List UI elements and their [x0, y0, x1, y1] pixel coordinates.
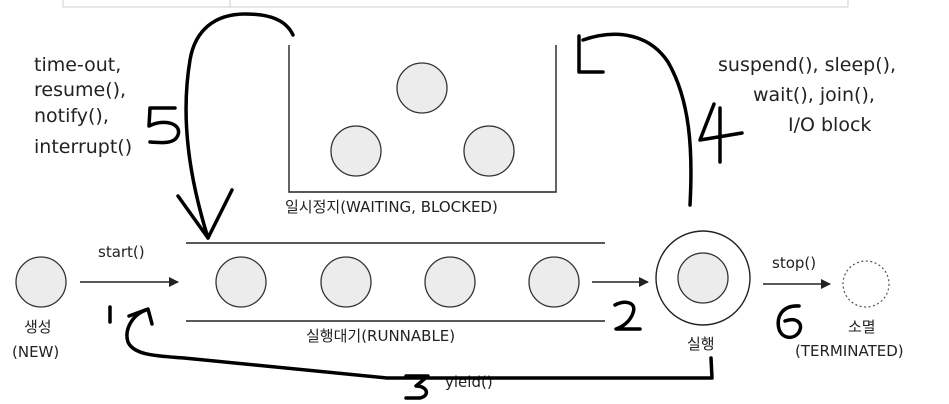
waiting-thread-circle [463, 125, 515, 177]
to-waiting-methods-line: I/O block [788, 114, 871, 136]
terminated-sub-label: (TERMINATED) [795, 342, 904, 360]
running-state-circle [677, 252, 729, 304]
new-label: 생성 [24, 318, 52, 336]
from-waiting-methods-line: notify(), [34, 105, 109, 127]
runnable-thread-circle [528, 256, 580, 308]
hand-arrow-running-to-waiting [581, 32, 693, 207]
hand-arrowhead-waiting-to-runnable [176, 188, 234, 240]
hand-arrow-waiting-to-runnable [184, 12, 295, 240]
runnable-thread-circle [215, 256, 267, 308]
runnable-thread-circle [424, 256, 476, 308]
hand-number-4 [698, 102, 744, 164]
waiting-thread-circle [396, 62, 448, 114]
hand-number-6 [776, 304, 803, 339]
table-fragment [62, 0, 849, 8]
terminated-label: 소멸 [848, 318, 876, 336]
hand-arrow-yield [125, 308, 714, 380]
terminated-state-circle [842, 260, 890, 308]
from-waiting-methods-line: time-out, [34, 54, 121, 76]
to-waiting-methods-line: suspend(), sleep(), [718, 54, 896, 76]
stop-label: stop() [772, 254, 816, 272]
hand-arrowhead-yield [127, 307, 154, 326]
from-waiting-methods-line: resume(), [34, 79, 126, 101]
start-label: start() [98, 243, 145, 261]
hand-bracket-waiting [577, 34, 605, 74]
new-state-circle [15, 256, 67, 308]
from-waiting-methods-line: interrupt() [34, 136, 132, 158]
runnable-thread-circle [320, 256, 372, 308]
waiting-thread-circle [330, 125, 382, 177]
runnable-label: 실행대기(RUNNABLE) [306, 327, 455, 345]
hand-number-3 [404, 374, 430, 400]
new-sub-label: (NEW) [12, 343, 59, 361]
waiting-container [288, 45, 557, 193]
to-waiting-methods-line: wait(), join(), [753, 84, 875, 106]
hand-number-2 [613, 300, 642, 331]
hand-number-5 [147, 106, 181, 145]
yield-label: yield() [445, 373, 493, 391]
waiting-label: 일시정지(WAITING, BLOCKED) [285, 198, 498, 216]
running-label: 실행 [687, 335, 715, 353]
